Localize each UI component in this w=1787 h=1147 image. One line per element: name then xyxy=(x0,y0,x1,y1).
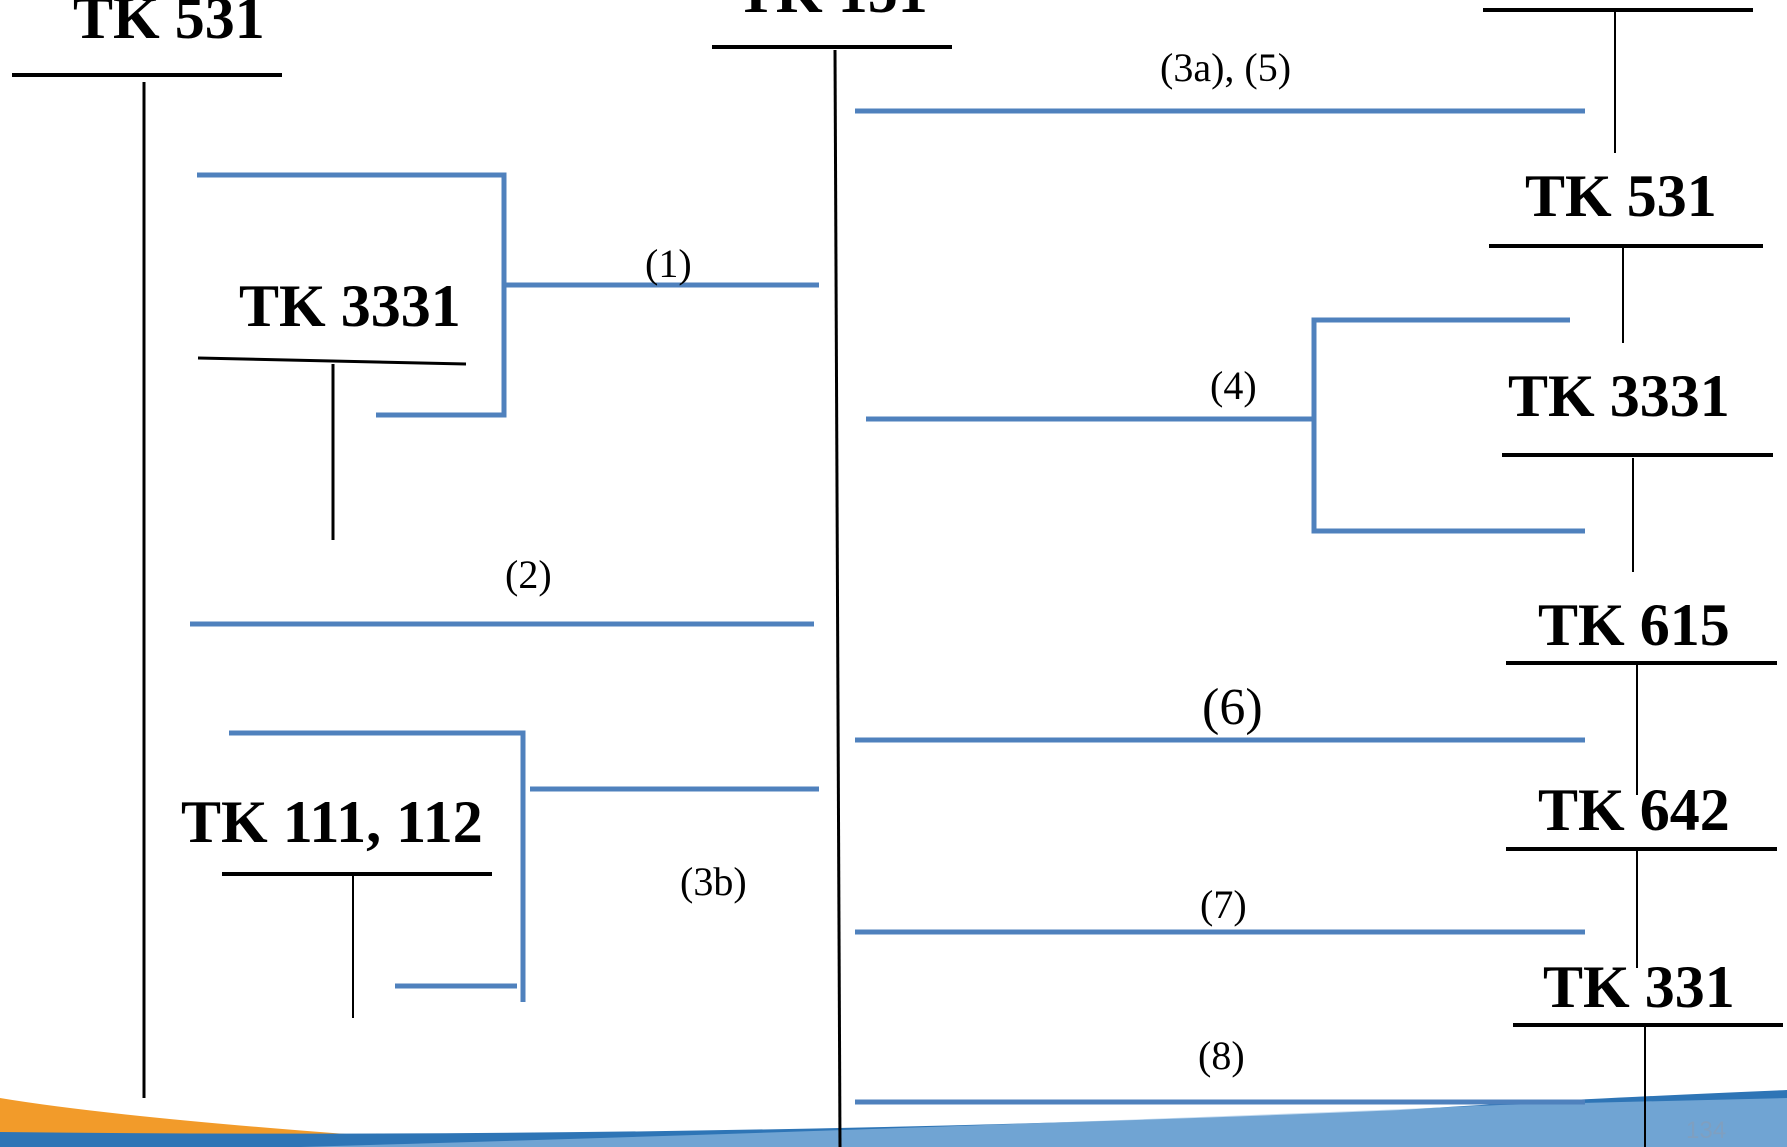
entry-label-4: (4) xyxy=(1210,363,1257,408)
account-tk151: TK 151 xyxy=(736,0,928,22)
tk151-vline xyxy=(833,49,842,1147)
tk3331-left-hline xyxy=(197,356,467,366)
entry-label-1: (1) xyxy=(645,241,692,286)
t-account-lines xyxy=(12,8,1783,1147)
account-tk331: TK 331 xyxy=(1543,954,1735,1020)
flow-3b-bracket xyxy=(229,730,526,1002)
entry-label-7: (7) xyxy=(1200,882,1247,927)
account-tk615: TK 615 xyxy=(1538,592,1730,658)
account-tk531-left: TK 531 xyxy=(73,0,265,51)
account-tk3331-right: TK 3331 xyxy=(1508,363,1730,429)
entry-label-2: (2) xyxy=(505,552,552,597)
flow-lines xyxy=(190,108,1585,1105)
flow-4-bracket xyxy=(1311,317,1585,534)
page-number: 134 xyxy=(1686,1117,1727,1144)
account-tk642: TK 642 xyxy=(1538,777,1730,843)
flow-1-bracket xyxy=(197,172,507,418)
account-tk531-right: TK 531 xyxy=(1525,163,1717,229)
entry-label-3b: (3b) xyxy=(680,859,747,904)
entry-label-6: (6) xyxy=(1202,679,1263,736)
footer-light-swoosh xyxy=(300,1098,1787,1147)
footer-decoration xyxy=(0,1090,1787,1147)
entry-label-3a-5: (3a), (5) xyxy=(1160,45,1292,90)
entry-label-8: (8) xyxy=(1198,1033,1245,1078)
account-tk3331-left: TK 3331 xyxy=(239,273,461,339)
account-tk111-112: TK 111, 112 xyxy=(181,789,483,855)
